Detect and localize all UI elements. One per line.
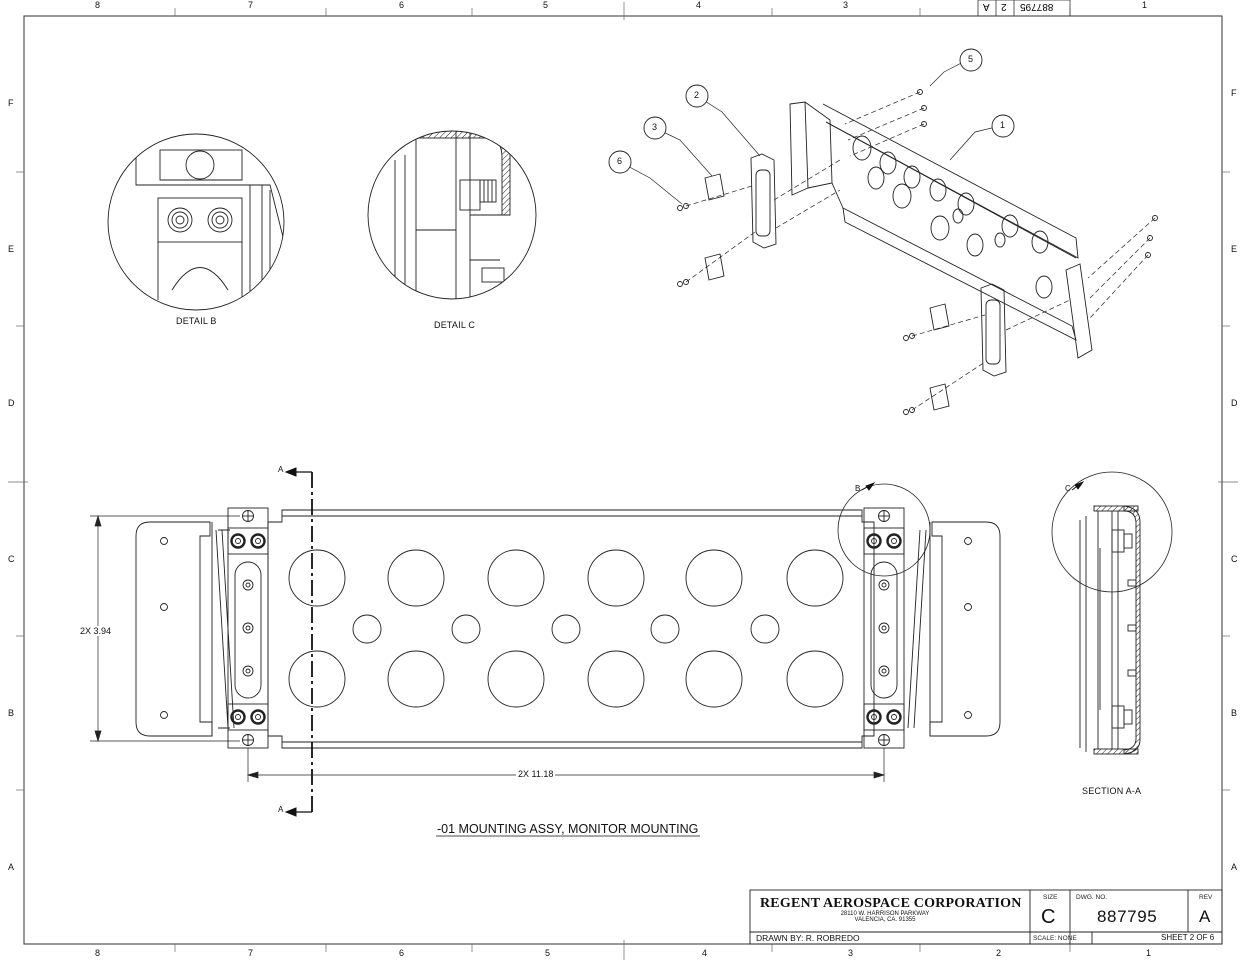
zone-col-4: 4 [696,0,702,10]
rail-nuts [230,533,902,725]
zone-col-3-bottom: 3 [848,948,854,958]
zone-col-6: 6 [399,0,405,10]
address-line-2: VALENCIA, CA. 91355 [854,917,916,923]
zone-col-5-bottom: 5 [545,948,551,958]
zone-col-1: 1 [1142,0,1148,10]
item-balloons [608,48,1015,174]
zone-row-c-right: C [1231,554,1238,564]
scale-field: SCALE: NONE [1033,935,1077,942]
balloon-3: 3 [652,122,658,132]
zone-col-8-bottom: 8 [95,948,101,958]
width-dimension: 2X 11.18 [516,769,556,779]
size-value: C [1041,906,1056,928]
company-name: REGENT AEROSPACE CORPORATION [760,896,1022,911]
balloon-2: 2 [694,90,700,100]
zone-row-f: F [8,98,14,108]
section-aa-view [1051,471,1173,755]
detail-c-marker: C [1065,484,1071,493]
size-label: SIZE [1043,894,1058,901]
section-cut-line [284,467,313,817]
flange-holes [160,537,972,719]
zone-row-a-right: A [1231,862,1238,872]
main-view-title: -01 MOUNTING ASSY, MONITOR MOUNTING [437,822,699,836]
detail-b-view [107,133,285,311]
iso-fasteners [677,89,1158,415]
zone-col-7: 7 [248,0,254,10]
company-address: 28110 W. HARRISON PARKWAY VALENCIA, CA. … [760,911,1010,923]
drawn-by: DRAWN BY: R. ROBREDO [756,933,860,943]
zone-row-d: D [8,398,15,408]
detail-b-caption: DETAIL B [176,316,217,326]
section-marker-bottom: A [278,805,284,814]
detail-c-view [367,130,537,300]
zone-col-5: 5 [543,0,549,10]
zone-row-b-right: B [1231,708,1238,718]
detail-b-marker: B [855,484,861,493]
center-plate [267,509,875,749]
zone-col-8: 8 [95,0,101,10]
detail-callout-arrows [861,481,1085,491]
dwg-no-value: 887795 [1097,907,1158,926]
section-marker-top: A [278,465,284,474]
iso-assembly-lines [685,91,1156,411]
iso-panel-holes [852,135,1053,299]
zone-col-3: 3 [843,0,849,10]
zone-row-f-right: F [1231,88,1237,98]
zone-col-7-bottom: 7 [248,948,254,958]
left-flange [135,521,213,737]
sheet-number: SHEET 2 OF 6 [1161,933,1215,942]
zone-col-4-bottom: 4 [702,948,708,958]
detail-b-callout [837,483,931,577]
address-line-1: 28110 W. HARRISON PARKWAY [840,911,930,917]
sheet-border [23,15,1223,945]
rev-value: A [1199,907,1211,926]
exploded-iso-view [608,48,1158,415]
zone-row-c: C [8,554,15,564]
zone-row-e: E [8,244,15,254]
top-stamp-rev: A [983,1,990,12]
zone-row-d-right: D [1231,398,1238,408]
top-stamp-dwg-no: 887795 [1020,1,1054,12]
title-block-lines [749,889,1223,945]
detail-c-caption: DETAIL C [434,320,476,330]
zone-col-1-bottom: 1 [1146,948,1152,958]
balloon-5: 5 [968,54,974,64]
balloon-6: 6 [617,156,623,166]
dimension-lines [90,514,886,782]
rev-label: REV [1199,894,1213,901]
height-dimension: 2X 3.94 [78,626,114,636]
dwg-no-label: DWG. NO. [1076,894,1108,901]
rail-slot-screws [242,579,890,677]
zone-row-e-right: E [1231,244,1238,254]
lightening-holes [288,549,844,708]
zone-col-6-bottom: 6 [399,948,405,958]
zone-col-2-bottom: 2 [996,948,1002,958]
zone-ticks [8,2,1238,960]
top-stamp-sheet: 2 [1001,1,1007,12]
zone-row-b: B [8,708,15,718]
right-flange [929,521,1001,737]
balloon-1: 1 [1000,120,1006,130]
top-stamp-box [977,0,1071,17]
front-view [135,483,1001,749]
section-aa-caption: SECTION A-A [1082,786,1142,796]
balloon-leaders [619,59,1001,205]
zone-row-a: A [8,862,15,872]
